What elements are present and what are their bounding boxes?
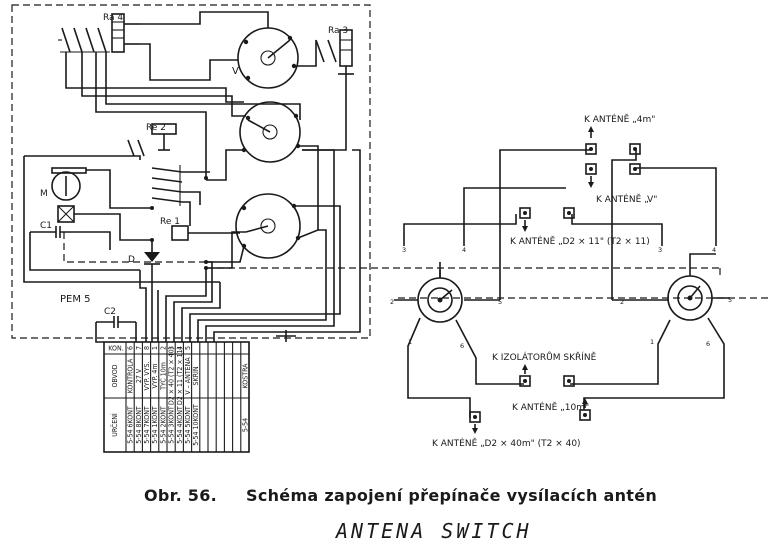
diode-d: D bbox=[128, 240, 160, 278]
svg-text:2: 2 bbox=[390, 298, 394, 306]
table-cell: TYČ 10m bbox=[158, 362, 167, 391]
svg-text:4: 4 bbox=[462, 246, 466, 254]
table-cell: 5-54 5KONT bbox=[184, 406, 192, 444]
table-cell: KOSTRA bbox=[241, 363, 249, 389]
svg-text:6: 6 bbox=[460, 342, 464, 350]
wafer-switch-bottom bbox=[235, 193, 301, 259]
table-cell: 5-54 7KONT bbox=[143, 406, 151, 444]
label-antenna-10m: K ANTÉNĚ „10m" bbox=[512, 401, 589, 413]
diode-label: D bbox=[128, 255, 135, 265]
table-cell: 5-54 8KONT bbox=[135, 406, 143, 444]
table-cell: 6 bbox=[127, 346, 135, 350]
ground-symbol bbox=[276, 330, 296, 342]
table-cell: 7 bbox=[135, 346, 143, 350]
label-antenna-d2x11: K ANTÉNĚ „D2 × 11" (T2 × 11) bbox=[510, 235, 650, 247]
table-cell: 5-54 6KONT bbox=[127, 406, 135, 444]
relay-re1: Re 1 bbox=[160, 217, 240, 241]
table-header-obvod: OBVOD bbox=[111, 364, 119, 387]
table-cell: SKŘÍŇ bbox=[191, 366, 200, 385]
table-cell: VYP. VYS. bbox=[143, 361, 151, 390]
label-antenna-v: K ANTÉNĚ „V" bbox=[596, 193, 657, 205]
table-cell: 5-54 3KONT bbox=[168, 406, 176, 444]
table-cell: 3 bbox=[168, 346, 176, 350]
antenna-section: 3 4 3 4 2 5 2 5 1 6 1 6 bbox=[206, 126, 768, 434]
wafer-switch-middle bbox=[239, 101, 301, 163]
svg-text:3: 3 bbox=[658, 246, 662, 254]
table-cell: 5-54 1KONT bbox=[151, 406, 159, 444]
table-cell: 5 bbox=[184, 346, 192, 350]
mechanical-link-left bbox=[63, 232, 206, 263]
wafer-switch-v: V bbox=[232, 27, 299, 89]
capacitor-c1-label: C1 bbox=[40, 221, 52, 231]
handwritten-note: ANTENA SWITCH bbox=[334, 519, 532, 543]
capacitor-c1: C1 bbox=[30, 221, 90, 238]
svg-text:6: 6 bbox=[706, 340, 710, 348]
relay-re1-label: Re 1 bbox=[160, 217, 180, 227]
relay-re2: Re 2 bbox=[127, 123, 177, 157]
enclosure-pem5 bbox=[11, 4, 371, 339]
table-cell: 27 V bbox=[135, 368, 143, 383]
table-cell: 1 bbox=[151, 346, 159, 350]
relay-ra3: Ra 3 bbox=[315, 26, 354, 75]
table-header-kon: KON. bbox=[108, 345, 123, 353]
capacitor-c2: C2 bbox=[96, 307, 136, 328]
relay-ra3-label: Ra 3 bbox=[328, 26, 348, 36]
wafer-v-label: V bbox=[232, 66, 239, 77]
label-antenna-d2x40: K ANTÉNĚ „D2 × 40m" (T2 × 40) bbox=[432, 437, 581, 449]
table-cell: V – ANTÉNA bbox=[183, 357, 192, 395]
svg-text:5: 5 bbox=[498, 298, 502, 306]
svg-text:3: 3 bbox=[402, 246, 406, 254]
table-cell: VYP. 4m bbox=[151, 364, 159, 389]
label-izolatorum: K IZOLÁTORŮM SKŘÍNĚ bbox=[492, 351, 597, 363]
table-cell: 5-54 bbox=[241, 418, 249, 432]
label-antenna-4m: K ANTÉNĚ „4m" bbox=[584, 113, 655, 125]
table-cell: 5-54 2KONT bbox=[159, 406, 167, 444]
table-cell: 4 bbox=[176, 346, 184, 350]
internal-wiring bbox=[23, 11, 361, 343]
table-cell: 2 bbox=[159, 346, 167, 350]
motor-label: M bbox=[40, 189, 48, 199]
table-cell: 8 bbox=[143, 346, 151, 350]
enclosure-label: PEM 5 bbox=[60, 294, 91, 305]
svg-text:1: 1 bbox=[650, 338, 654, 346]
svg-text:4: 4 bbox=[712, 246, 716, 254]
capacitor-c2-label: C2 bbox=[104, 307, 116, 317]
table-cell: 5-54 10KONT bbox=[192, 404, 200, 446]
figure-number: Obr. 56. bbox=[144, 486, 217, 505]
figure-caption: Schéma zapojení přepínače vysílacích ant… bbox=[246, 486, 657, 505]
table-cell: D2 × 40 (T2 × 40) bbox=[168, 347, 176, 405]
relay-ra4: Ra 4 bbox=[58, 13, 140, 53]
table-cell: 5-54 4KONT bbox=[176, 406, 184, 444]
relay-re2-label: Re 2 bbox=[146, 123, 166, 133]
table-cell: KONTROLA bbox=[127, 358, 135, 393]
relay-ra4-label: Ra 4 bbox=[103, 13, 123, 23]
svg-text:5: 5 bbox=[728, 296, 732, 304]
relay-contact-stack bbox=[151, 165, 183, 206]
svg-text:2: 2 bbox=[620, 298, 624, 306]
table-cell: D2 × 11 (T2 × 11) bbox=[176, 347, 184, 405]
svg-text:1: 1 bbox=[408, 338, 412, 346]
table-header-urceni: URČENÍ bbox=[110, 413, 119, 437]
